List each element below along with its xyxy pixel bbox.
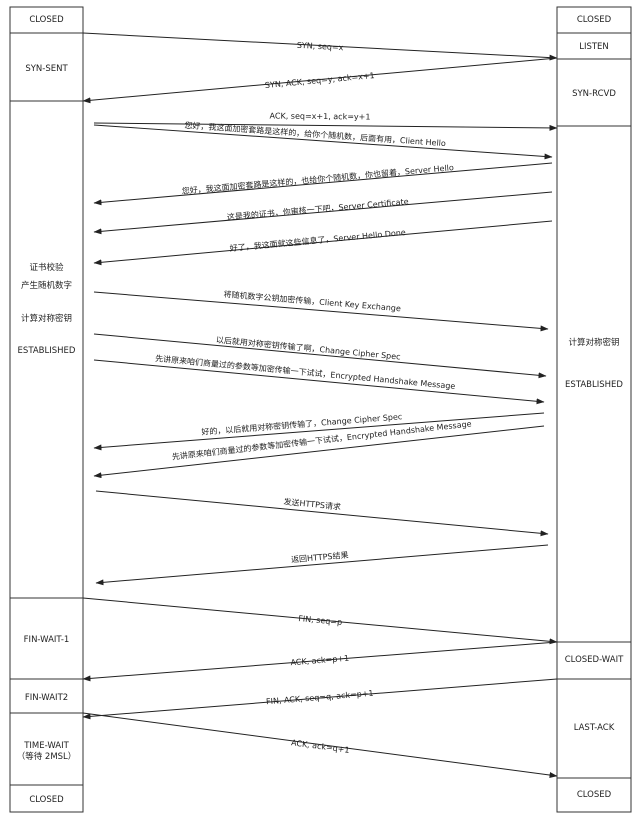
message-arrow: [82, 597, 558, 645]
server-state-s-closed-bottom: CLOSED: [556, 777, 632, 813]
state-label: CLOSED: [577, 15, 612, 25]
server-state-s-syn-rcvd: SYN-RCVD: [556, 58, 632, 127]
message-label: 先讲原来咱们商量过的参数等加密传输一下试试，Encrypted Handshak…: [155, 353, 456, 391]
state-label: CLOSED-WAIT: [565, 655, 624, 665]
state-label: FIN-WAIT2: [25, 693, 68, 703]
message-16: ACK, ack=p+1: [82, 641, 558, 682]
message-arrow: [93, 425, 545, 479]
state-box: [9, 6, 84, 34]
message-label: 您好，我这面加密套路是这样的，也给你个随机数，你也留着，Server Hello: [181, 162, 454, 196]
message-label: ACK, ack=q+1: [291, 738, 350, 755]
state-label: 产生随机数字: [21, 280, 72, 291]
client-state-c-closed-top: CLOSED: [9, 6, 84, 34]
server-state-s-closed-wait: CLOSED-WAIT: [556, 641, 632, 680]
message-label: FIN, ACK, seq=q, ack=p+1: [266, 689, 374, 707]
message-10: 先讲原来咱们商量过的参数等加密传输一下试试，Encrypted Handshak…: [93, 353, 545, 405]
state-label: （等待 2MSL）: [17, 751, 77, 762]
state-label: 计算对称密钥: [568, 337, 619, 348]
state-box: [9, 712, 84, 786]
message-arrow: [93, 220, 553, 266]
client-state-c-fin-wait-2: FIN-WAIT2: [9, 678, 84, 714]
server-state-s-listen: LISTEN: [556, 32, 632, 60]
state-label: ESTABLISHED: [565, 380, 623, 390]
state-label: ESTABLISHED: [18, 346, 76, 356]
message-label: FIN, seq=p: [298, 614, 343, 627]
message-arrow: [95, 490, 549, 537]
message-arrow: [93, 122, 558, 131]
message-arrow: [82, 57, 558, 104]
state-box: [556, 6, 632, 34]
server-state-s-established: 计算对称密钥 ESTABLISHED: [556, 125, 632, 643]
message-arrow: [82, 641, 558, 682]
state-label: CLOSED: [29, 15, 64, 25]
message-label: ACK, ack=p+1: [290, 654, 349, 668]
server-state-s-closed-top: CLOSED: [556, 6, 632, 34]
message-7: 好了，我这面就这些信息了，Server Hello Done: [93, 220, 553, 266]
message-arrow: [93, 333, 547, 379]
message-1: SYN, seq=x: [82, 32, 558, 61]
state-box: [9, 32, 84, 102]
state-label: 计算对称密钥: [21, 313, 72, 324]
state-label: SYN-SENT: [25, 64, 68, 74]
state-box: [556, 125, 632, 643]
state-label: TIME-WAIT: [23, 741, 69, 751]
message-arrow: [93, 291, 549, 332]
state-label: CLOSED: [29, 795, 64, 805]
state-box: [556, 777, 632, 813]
message-17: FIN, ACK, seq=q, ack=p+1: [82, 678, 558, 720]
state-label: LISTEN: [579, 42, 609, 52]
message-label: 好了，我这面就这些信息了，Server Hello Done: [229, 227, 406, 253]
message-arrow: [93, 162, 553, 206]
state-label: CLOSED: [577, 790, 612, 800]
client-state-c-time-wait: TIME-WAIT（等待 2MSL）: [9, 712, 84, 786]
message-arrow: [82, 712, 558, 778]
state-box: [556, 641, 632, 680]
state-box: [9, 784, 84, 813]
state-label: SYN-RCVD: [572, 89, 616, 99]
message-label: SYN, seq=x: [297, 41, 344, 52]
message-15: FIN, seq=p: [82, 597, 558, 645]
message-label: SYN, ACK, seq=y, ack=x+1: [265, 71, 376, 90]
message-arrow: [95, 544, 549, 586]
state-box: [9, 100, 84, 599]
message-6: 这是我的证书，你审核一下吧，Server Certificate: [93, 191, 553, 235]
message-arrow: [93, 191, 553, 235]
message-8: 将随机数字公钥加密传输，Client Key Exchange: [93, 289, 549, 332]
message-label: 返回HTTPS结果: [291, 550, 349, 565]
state-label: FIN-WAIT-1: [24, 635, 70, 645]
message-arrow: [93, 412, 545, 451]
state-label: 证书校验: [29, 262, 64, 273]
message-arrow: [93, 124, 553, 160]
message-2: SYN, ACK, seq=y, ack=x+1: [82, 57, 558, 104]
state-box: [556, 678, 632, 779]
message-14: 返回HTTPS结果: [95, 544, 549, 586]
client-state-c-closed-bottom: CLOSED: [9, 784, 84, 813]
server-state-column: CLOSED LISTEN SYN-RCVD 计算对称密钥 ESTABLISHED CLO…: [556, 6, 632, 813]
client-state-c-syn-sent: SYN-SENT: [9, 32, 84, 102]
message-arrow: [82, 678, 558, 720]
message-18: ACK, ack=q+1: [82, 712, 558, 778]
state-label: LAST-ACK: [574, 723, 615, 733]
message-3: ACK, seq=x+1, ack=y+1: [93, 111, 558, 131]
state-box: [556, 58, 632, 127]
message-arrow: [82, 32, 558, 61]
client-state-c-fin-wait-1: FIN-WAIT-1: [9, 597, 84, 680]
message-label: 这是我的证书，你审核一下吧，Server Certificate: [226, 196, 409, 222]
state-box: [9, 597, 84, 680]
message-label: ACK, seq=x+1, ack=y+1: [270, 111, 371, 121]
message-arrow: [93, 359, 545, 405]
server-state-s-last-ack: LAST-ACK: [556, 678, 632, 779]
message-13: 发送HTTPS请求: [95, 490, 549, 537]
message-5: 您好，我这面加密套路是这样的，也给你个随机数，你也留着，Server Hello: [93, 162, 553, 206]
